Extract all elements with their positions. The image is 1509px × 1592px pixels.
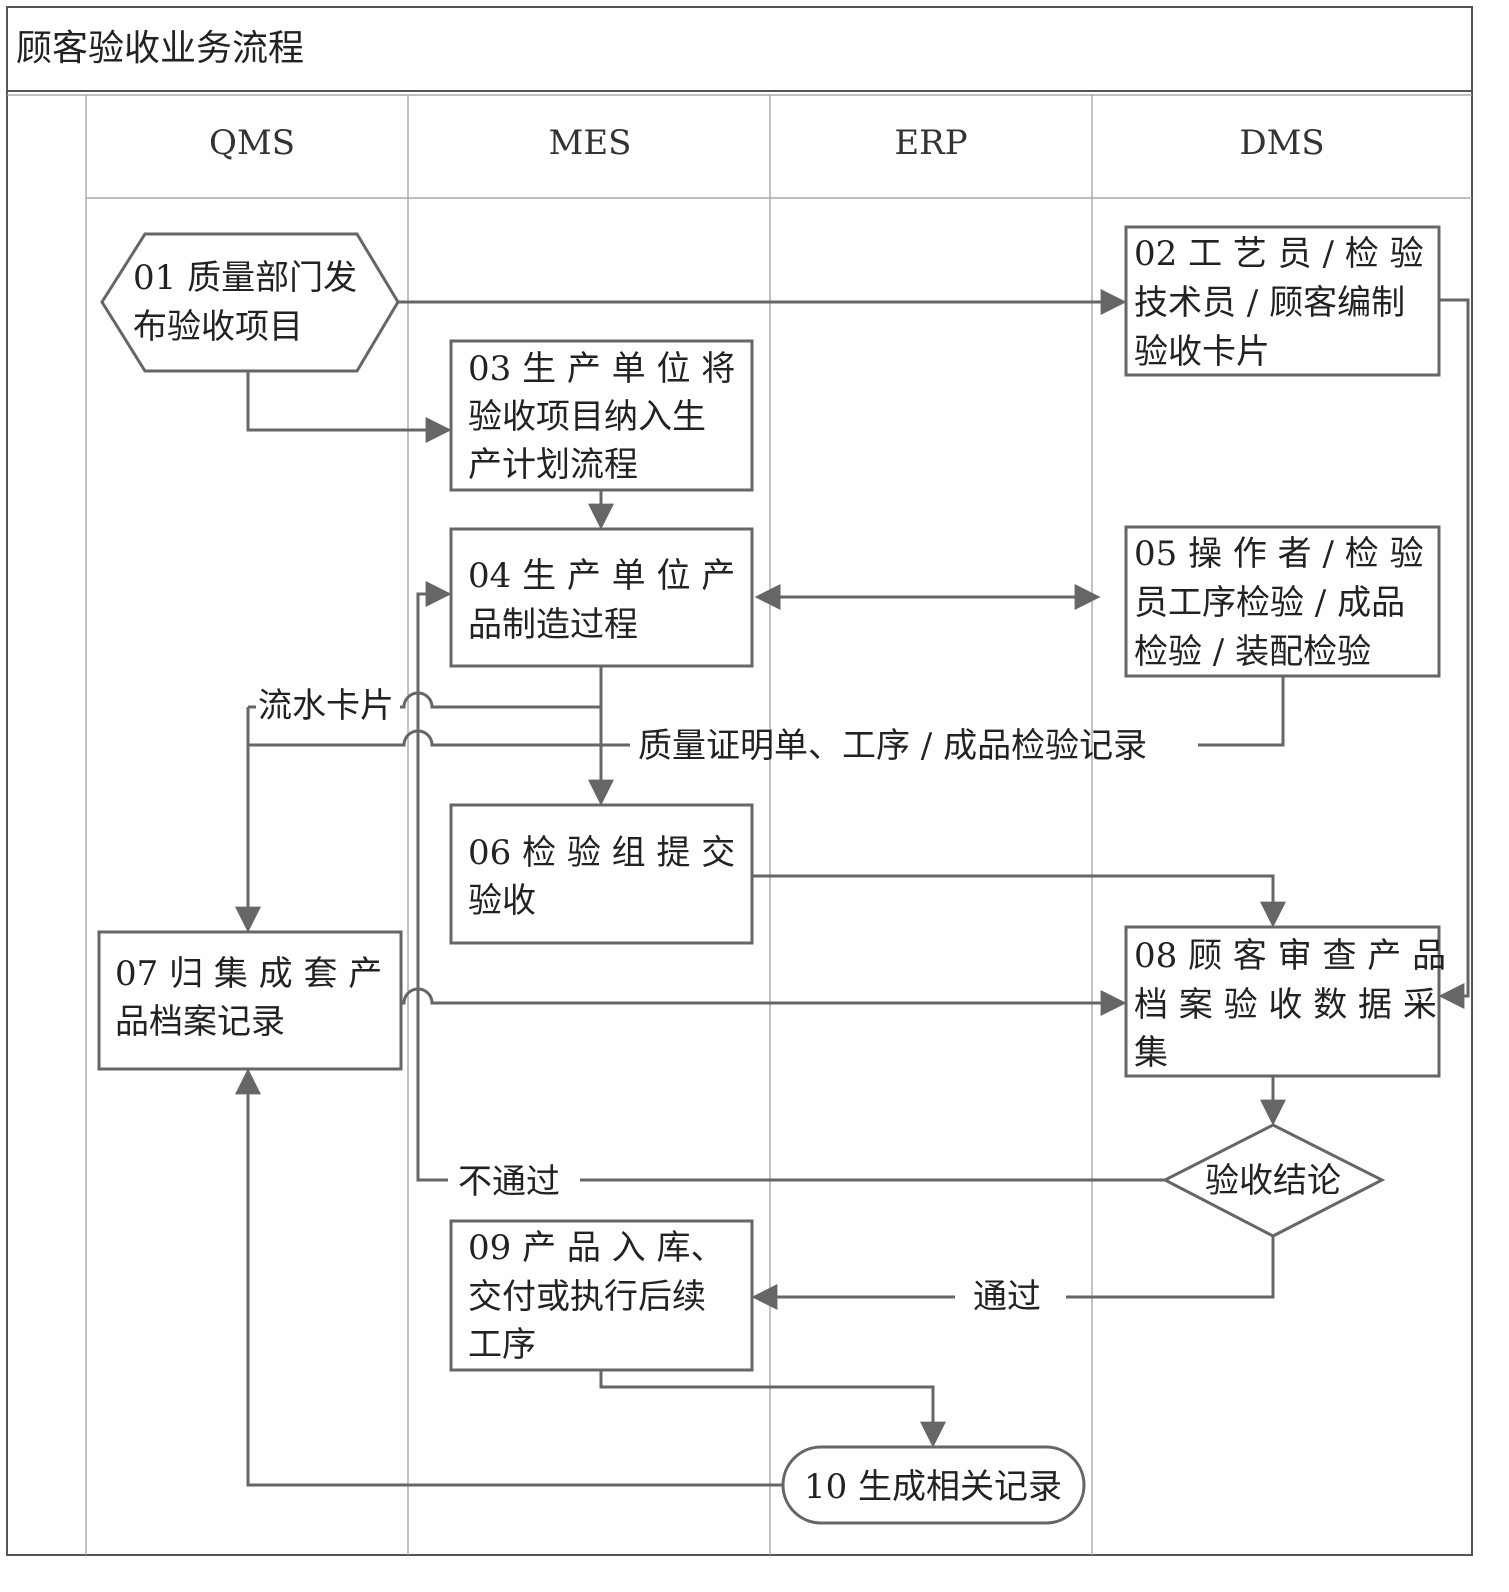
node-01: 01 质量部门发 布验收项目 bbox=[100, 232, 400, 373]
diagram-frame bbox=[6, 6, 1473, 1556]
node-07: 07 归 集 成 套 产 品档案记录 bbox=[97, 930, 403, 1071]
node-09-line-3: 工序 bbox=[468, 1325, 536, 1365]
edge-label-fail: 不通过 bbox=[458, 1162, 560, 1202]
node-06: 06 检 验 组 提 交 验收 bbox=[449, 803, 754, 945]
node-09-line-2: 交付或执行后续 bbox=[468, 1277, 706, 1317]
edge-02-to-08 bbox=[1438, 298, 1470, 1009]
edge-01-to-03 bbox=[246, 371, 452, 443]
node-03-shape bbox=[449, 339, 754, 492]
edge-label-quality: 质量证明单、工序 / 成品检验记录 bbox=[638, 726, 1147, 766]
node-05-line-2: 员工序检验 / 成品 bbox=[1134, 583, 1405, 623]
node-09-shape bbox=[449, 1219, 754, 1372]
decision-label: 验收结论 bbox=[1205, 1161, 1341, 1201]
node-02: 02 工 艺 员 / 检 验 技术员 / 顾客编制 验收卡片 bbox=[1124, 225, 1441, 377]
lane-header-mes: MES bbox=[549, 123, 632, 163]
node-02-shape bbox=[1124, 225, 1441, 377]
node-07-line-2: 品档案记录 bbox=[115, 1002, 285, 1042]
node-04: 04 生 产 单 位 产 品制造过程 bbox=[449, 527, 754, 668]
edge-liushui-segment bbox=[400, 691, 601, 709]
node-06-line-1: 06 检 验 组 提 交 bbox=[468, 833, 735, 873]
node-04-shape bbox=[449, 527, 754, 668]
node-05-line-1: 05 操 作 者 / 检 验 bbox=[1134, 534, 1424, 574]
decision-shape bbox=[1161, 1123, 1386, 1238]
edge-label-pass: 通过 bbox=[973, 1277, 1041, 1317]
node-10-label: 10 生成相关记录 bbox=[804, 1467, 1062, 1507]
node-10-shape bbox=[781, 1445, 1086, 1525]
edge-fail-to-04 bbox=[416, 581, 452, 1182]
node-02-line-1: 02 工 艺 员 / 检 验 bbox=[1134, 234, 1424, 274]
node-07-line-1: 07 归 集 成 套 产 bbox=[115, 954, 382, 994]
diagram-title: 顾客验收业务流程 bbox=[16, 28, 304, 69]
node-01-line-1: 01 质量部门发 bbox=[133, 258, 357, 298]
node-06-shape bbox=[449, 803, 754, 945]
node-10: 10 生成相关记录 bbox=[781, 1445, 1086, 1525]
lane-header-qms: QMS bbox=[209, 123, 295, 163]
node-05-shape bbox=[1124, 525, 1441, 678]
edge-05-quality-left bbox=[248, 729, 630, 747]
decision-node: 验收结论 bbox=[1161, 1123, 1386, 1238]
lane-header-dms: DMS bbox=[1239, 123, 1324, 163]
edge-10-to-07 bbox=[235, 1068, 783, 1487]
node-03-line-3: 产计划流程 bbox=[468, 445, 638, 485]
node-06-line-2: 验收 bbox=[468, 881, 536, 921]
node-03-line-1: 03 生 产 单 位 将 bbox=[468, 349, 735, 389]
node-03-line-2: 验收项目纳入生 bbox=[468, 397, 706, 437]
node-02-line-2: 技术员 / 顾客编制 bbox=[1134, 283, 1405, 323]
node-08-line-3: 集 bbox=[1134, 1033, 1168, 1073]
node-09-line-1: 09 产 品 入 库、 bbox=[468, 1228, 725, 1268]
edge-pass-right bbox=[1066, 1236, 1275, 1299]
node-05-line-3: 检验 / 装配检验 bbox=[1134, 632, 1371, 672]
node-04-line-2: 品制造过程 bbox=[468, 605, 638, 645]
node-08-shape bbox=[1124, 925, 1441, 1078]
node-09: 09 产 品 入 库、 交付或执行后续 工序 bbox=[449, 1219, 754, 1372]
node-02-line-3: 验收卡片 bbox=[1134, 332, 1270, 372]
node-08: 08 顾 客 审 查 产 品 档 案 验 收 数 据 采 集 bbox=[1124, 925, 1446, 1078]
node-07-shape bbox=[97, 930, 403, 1071]
node-08-line-1: 08 顾 客 审 查 产 品 bbox=[1134, 936, 1446, 976]
node-01-line-2: 布验收项目 bbox=[133, 307, 303, 347]
edge-07-to-08 bbox=[401, 987, 1127, 1016]
edge-06-to-08 bbox=[752, 874, 1286, 928]
node-05: 05 操 作 者 / 检 验 员工序检验 / 成品 检验 / 装配检验 bbox=[1124, 525, 1441, 678]
edge-05-quality-right bbox=[1198, 676, 1285, 747]
node-08-line-2: 档 案 验 收 数 据 采 bbox=[1134, 985, 1437, 1025]
edge-label-liushui: 流水卡片 bbox=[258, 686, 394, 726]
lane-header-erp: ERP bbox=[894, 123, 967, 163]
node-01-shape bbox=[100, 232, 400, 373]
node-03: 03 生 产 单 位 将 验收项目纳入生 产计划流程 bbox=[449, 339, 754, 492]
node-04-line-1: 04 生 产 单 位 产 bbox=[468, 556, 735, 596]
edge-09-to-10 bbox=[599, 1370, 946, 1448]
